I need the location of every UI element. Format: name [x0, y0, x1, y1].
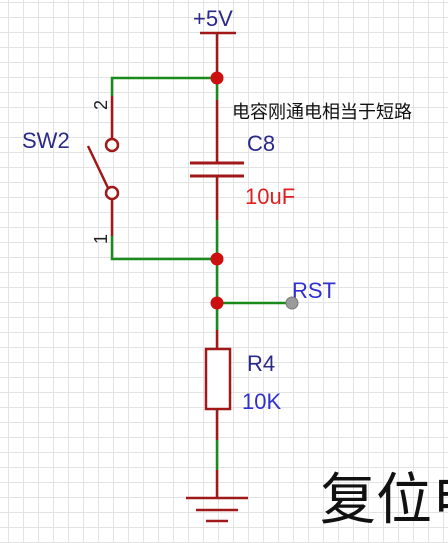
switch-pin-top-label: 2 — [91, 100, 111, 110]
junction-rst — [210, 296, 224, 310]
rst-pin-endpoint[interactable] — [285, 296, 299, 310]
resistor-r4 — [204, 330, 232, 440]
switch-contact-top — [104, 137, 120, 153]
power-label: +5V — [193, 6, 233, 31]
capacitor-value-label: 10uF — [245, 184, 295, 209]
junctions — [210, 71, 224, 310]
ground-symbol — [186, 470, 248, 523]
switch-lever — [86, 145, 111, 191]
caption-text: 复位电 — [320, 468, 448, 531]
power-symbol — [200, 31, 236, 78]
switch-contact-bottom — [104, 185, 120, 201]
resistor-value-label: 10K — [242, 389, 281, 414]
wire-top-loop — [110, 76, 217, 96]
wires — [110, 76, 292, 470]
capacitor-note: 电容刚通电相当于短路 — [232, 102, 412, 122]
resistor-body — [204, 347, 232, 411]
switch-ref-label: SW2 — [22, 128, 70, 153]
wire-bottom-loop — [110, 236, 217, 261]
net-label-rst: RST — [292, 278, 336, 303]
capacitor-ref-label: C8 — [247, 131, 275, 156]
junction-middle — [210, 252, 224, 266]
switch-sw2 — [86, 96, 120, 236]
resistor-ref-label: R4 — [247, 351, 275, 376]
junction-top — [210, 71, 224, 85]
capacitor-c8 — [190, 100, 244, 220]
switch-pin-bottom-label: 1 — [91, 234, 111, 244]
